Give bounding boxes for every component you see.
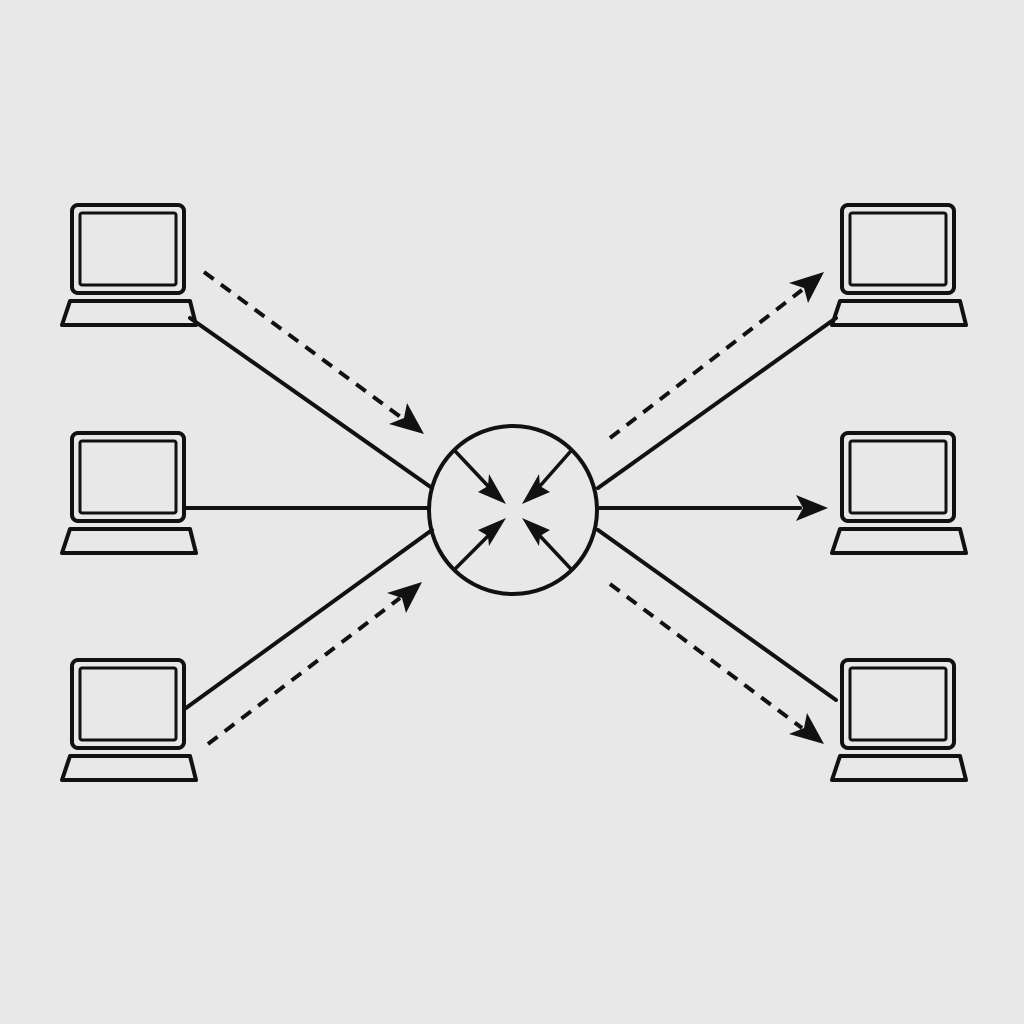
flow-left-top-arrowhead — [389, 403, 424, 434]
link-right-bottom — [596, 528, 838, 702]
laptop-right-middle — [830, 431, 968, 555]
flow-right-top-arrowhead — [789, 272, 824, 303]
laptop-left-bottom — [60, 658, 198, 782]
laptop-left-middle — [60, 431, 198, 555]
laptop-right-bottom — [830, 658, 968, 782]
laptop-right-top — [830, 203, 968, 327]
inward-arrows-circle-icon — [427, 424, 599, 596]
flow-right-bottom-arrowhead — [789, 713, 824, 744]
laptop-left-top — [60, 203, 198, 327]
hub-circle — [427, 424, 599, 596]
link-left-bottom — [184, 528, 434, 710]
link-left-top — [188, 316, 434, 490]
flow-left-bottom-arrowhead — [387, 582, 422, 613]
link-right-top — [596, 316, 838, 490]
link-right-middle-arrowhead — [796, 495, 828, 521]
flow-right-bottom — [608, 582, 804, 730]
